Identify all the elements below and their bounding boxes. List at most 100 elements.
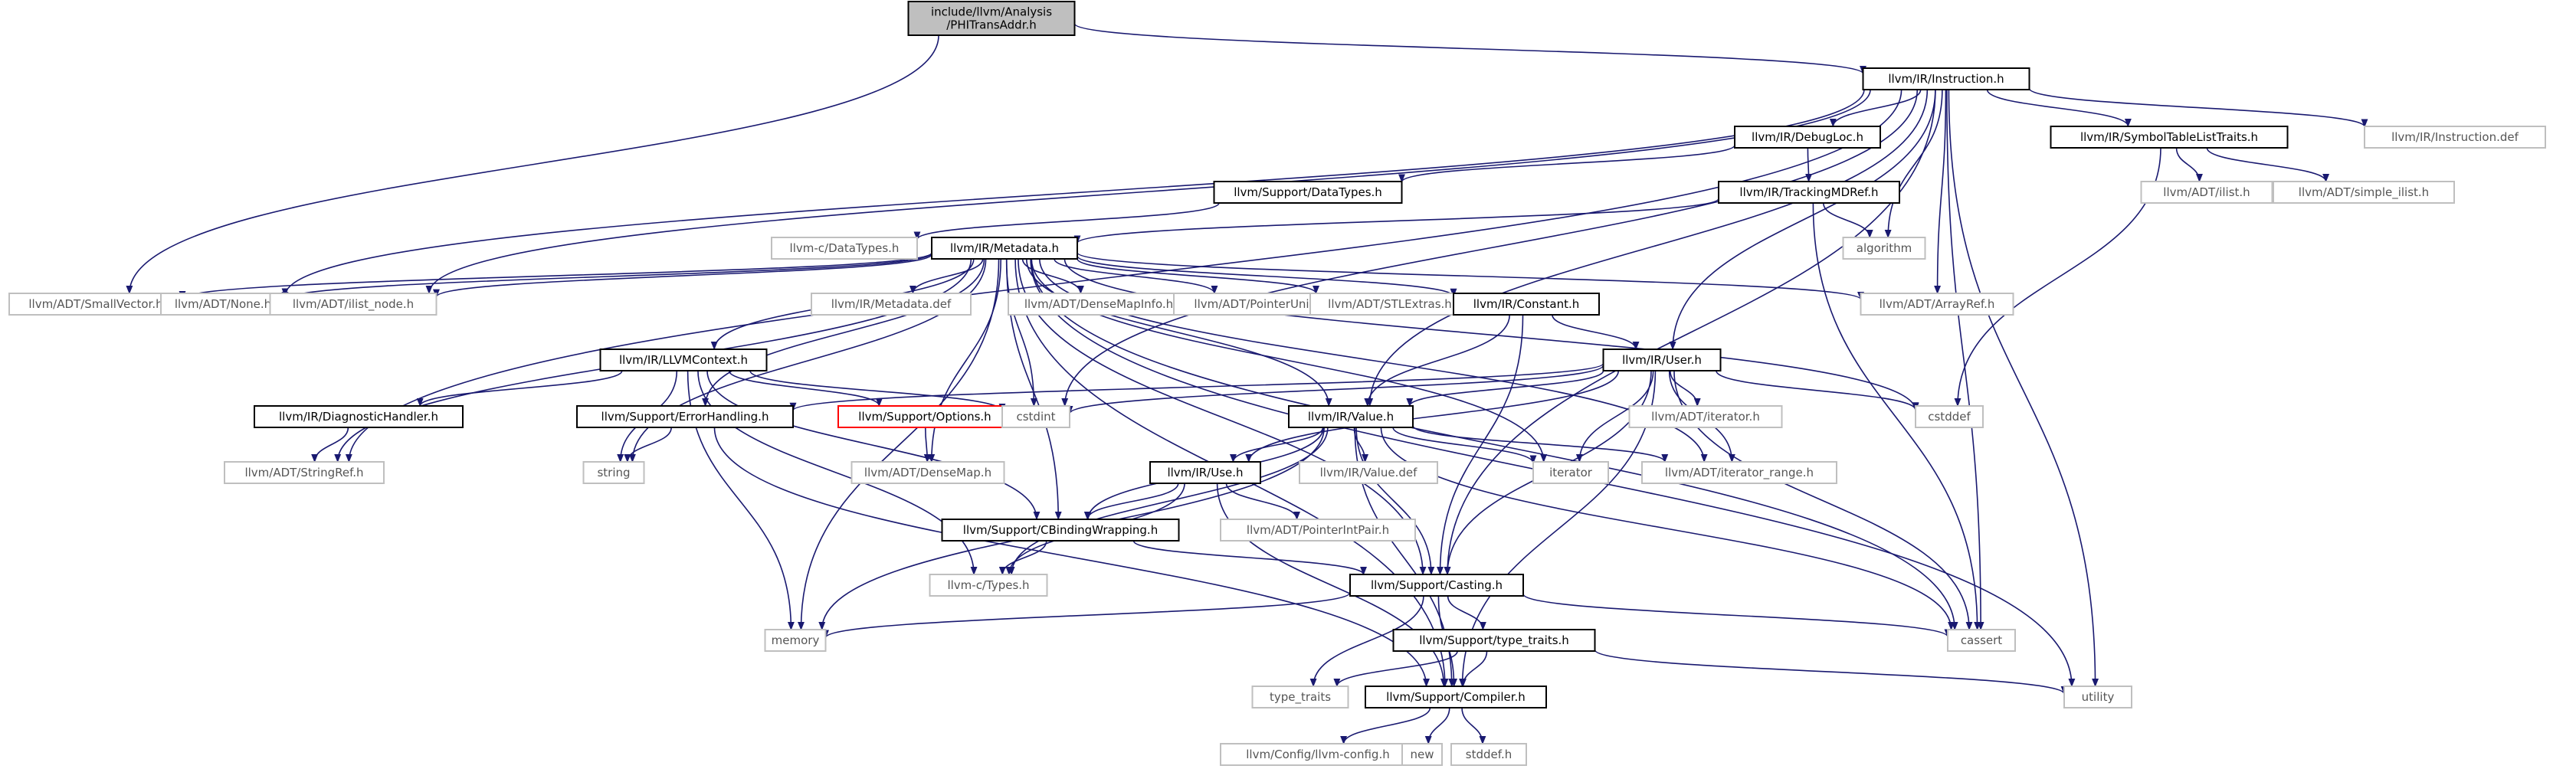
node-cstdint[interactable]: cstdint (1001, 405, 1070, 428)
node-typetraitsh[interactable]: llvm/Support/type_traits.h (1392, 629, 1596, 652)
edge-instruction-to-algorithm (1884, 89, 1943, 239)
node-label: string (597, 466, 630, 479)
node-adtiterator[interactable]: llvm/ADT/iterator.h (1628, 405, 1783, 428)
node-debugloc[interactable]: llvm/IR/DebugLoc.h (1734, 126, 1881, 149)
node-symtab[interactable]: llvm/IR/SymbolTableListTraits.h (2050, 126, 2289, 149)
edge-metadata-to-constant (1077, 255, 1457, 297)
node-llvmconfig[interactable]: llvm/Config/llvm-config.h (1220, 743, 1416, 766)
node-ilistnode[interactable]: llvm/ADT/ilist_node.h (269, 293, 438, 316)
edge-constant-to-value (1364, 314, 1510, 407)
node-box (1299, 461, 1438, 484)
node-label: llvm/ADT/ilist_node.h (293, 297, 414, 312)
node-use[interactable]: llvm/IR/Use.h (1149, 461, 1261, 484)
node-densemap[interactable]: llvm/ADT/DenseMap.h (850, 461, 1005, 484)
node-smallvector[interactable]: llvm/ADT/SmallVector.h (8, 293, 183, 316)
node-box (1392, 629, 1596, 652)
node-stlextras[interactable]: llvm/ADT/STLExtras.h (1309, 293, 1470, 316)
node-cbinding[interactable]: llvm/Support/CBindingWrapping.h (941, 519, 1180, 542)
node-box (1915, 405, 1984, 428)
edge-instruction-to-ilistnode (425, 89, 1871, 295)
node-memory[interactable]: memory (764, 629, 827, 652)
node-box (1349, 574, 1524, 597)
edge-metadata-to-densemap (928, 258, 1002, 463)
node-metadatadef[interactable]: llvm/IR/Metadata.def (811, 293, 972, 316)
edge-instruction-to-symtab (1986, 89, 2132, 128)
edge-user-to-use (1245, 370, 1620, 463)
node-label: llvm/Support/Casting.h (1371, 578, 1503, 592)
edge-errorhandling-to-string (624, 427, 672, 463)
node-box (1251, 686, 1349, 708)
node-label: new (1410, 748, 1434, 761)
node-stringref[interactable]: llvm/ADT/StringRef.h (224, 461, 385, 484)
node-box (1532, 461, 1609, 484)
node-utility[interactable]: utility (2063, 686, 2132, 708)
node-errorhandling[interactable]: llvm/Support/ErrorHandling.h (576, 405, 794, 428)
node-label: utility (2082, 690, 2115, 704)
node-compiler[interactable]: llvm/Support/Compiler.h (1365, 686, 1547, 708)
edge-metadata-to-none (281, 253, 932, 301)
node-typetraits[interactable]: type_traits (1251, 686, 1349, 708)
node-label: llvm/ADT/PointerIntPair.h (1247, 523, 1389, 537)
node-options[interactable]: llvm/Support/Options.h (837, 405, 1012, 428)
edge-user-to-cstdint (1066, 365, 1604, 415)
node-label: llvm-c/DataTypes.h (790, 241, 900, 255)
node-label: llvm/IR/Metadata.h (950, 241, 1059, 255)
node-box (1641, 461, 1837, 484)
node-simpleilist[interactable]: llvm/ADT/simple_ilist.h (2273, 181, 2455, 204)
node-densemapinfo[interactable]: llvm/ADT/DenseMapInfo.h (1008, 293, 1190, 316)
node-root[interactable]: include/llvm/Analysis/PHITransAddr.h (907, 1, 1076, 36)
edge-metadata-to-casting (1018, 258, 1427, 576)
node-box (2364, 126, 2546, 149)
node-instdef[interactable]: llvm/IR/Instruction.def (2364, 126, 2546, 149)
node-ctypes[interactable]: llvm-c/Types.h (929, 574, 1048, 597)
node-cassert[interactable]: cassert (1947, 629, 2016, 652)
node-label: llvm/Support/CBindingWrapping.h (963, 523, 1158, 537)
edge-options-to-densemap (923, 427, 931, 463)
node-user[interactable]: llvm/IR/User.h (1602, 349, 1722, 371)
node-label: llvm/IR/Instruction.h (1888, 72, 2004, 86)
node-constant[interactable]: llvm/IR/Constant.h (1453, 293, 1600, 316)
node-ilist[interactable]: llvm/ADT/ilist.h (2140, 181, 2273, 204)
edge-metadata-to-stlextras (1077, 258, 1319, 295)
node-trackingmdref[interactable]: llvm/IR/TrackingMDRef.h (1718, 181, 1900, 204)
edge-compiler-to-llvmconfig (1340, 707, 1431, 745)
node-label: iterator (1549, 466, 1593, 479)
edge-instruction-to-value (1366, 89, 1929, 407)
node-llvmcontext[interactable]: llvm/IR/LLVMContext.h (599, 349, 768, 371)
node-value[interactable]: llvm/IR/Value.h (1288, 405, 1414, 428)
node-box (2050, 126, 2289, 149)
node-pointerintpair[interactable]: llvm/ADT/PointerIntPair.h (1220, 519, 1416, 542)
node-label: llvm/IR/DiagnosticHandler.h (279, 410, 438, 424)
edge-user-to-adtiterator (1669, 370, 1701, 407)
edge-metadata-to-densemapinfo (1021, 258, 1084, 295)
node-casting[interactable]: llvm/Support/Casting.h (1349, 574, 1524, 597)
node-label: llvm/IR/Value.def (1320, 466, 1417, 479)
node-iterator[interactable]: iterator (1532, 461, 1609, 484)
node-diaghandler[interactable]: llvm/IR/DiagnosticHandler.h (254, 405, 464, 428)
node-datatypes[interactable]: llvm/Support/DataTypes.h (1213, 181, 1403, 204)
node-cdatatypes[interactable]: llvm-c/DataTypes.h (771, 237, 918, 260)
node-label: llvm-c/Types.h (947, 578, 1029, 592)
node-string[interactable]: string (582, 461, 645, 484)
node-box (929, 574, 1048, 597)
node-algorithm[interactable]: algorithm (1842, 237, 1926, 260)
node-label: llvm/Support/type_traits.h (1419, 633, 1569, 648)
node-arrayref[interactable]: llvm/ADT/ArrayRef.h (1860, 293, 2014, 316)
node-label: llvm/IR/Metadata.def (831, 297, 952, 311)
node-instruction[interactable]: llvm/IR/Instruction.h (1862, 67, 2030, 90)
node-metadata[interactable]: llvm/IR/Metadata.h (931, 237, 1078, 260)
node-stddef[interactable]: stddef.h (1450, 743, 1527, 766)
node-label: llvm/ADT/ilist.h (2163, 185, 2250, 199)
edge-use-to-cbinding (1083, 483, 1179, 521)
node-iteratorrange[interactable]: llvm/ADT/iterator_range.h (1641, 461, 1837, 484)
node-cstddef[interactable]: cstddef (1915, 405, 1984, 428)
node-none[interactable]: llvm/ADT/None.h (160, 293, 286, 316)
edge-llvmcontext-to-cstdint (749, 370, 1006, 413)
node-new[interactable]: new (1401, 743, 1443, 766)
edge-casting-to-typetraitsh (1447, 595, 1486, 631)
node-label: type_traits (1270, 690, 1331, 705)
node-box (1602, 349, 1722, 371)
node-valuedef[interactable]: llvm/IR/Value.def (1299, 461, 1438, 484)
edge-debugloc-to-datatypes (1398, 144, 1735, 183)
edge-debugloc-to-trackingmdref (1805, 147, 1813, 183)
